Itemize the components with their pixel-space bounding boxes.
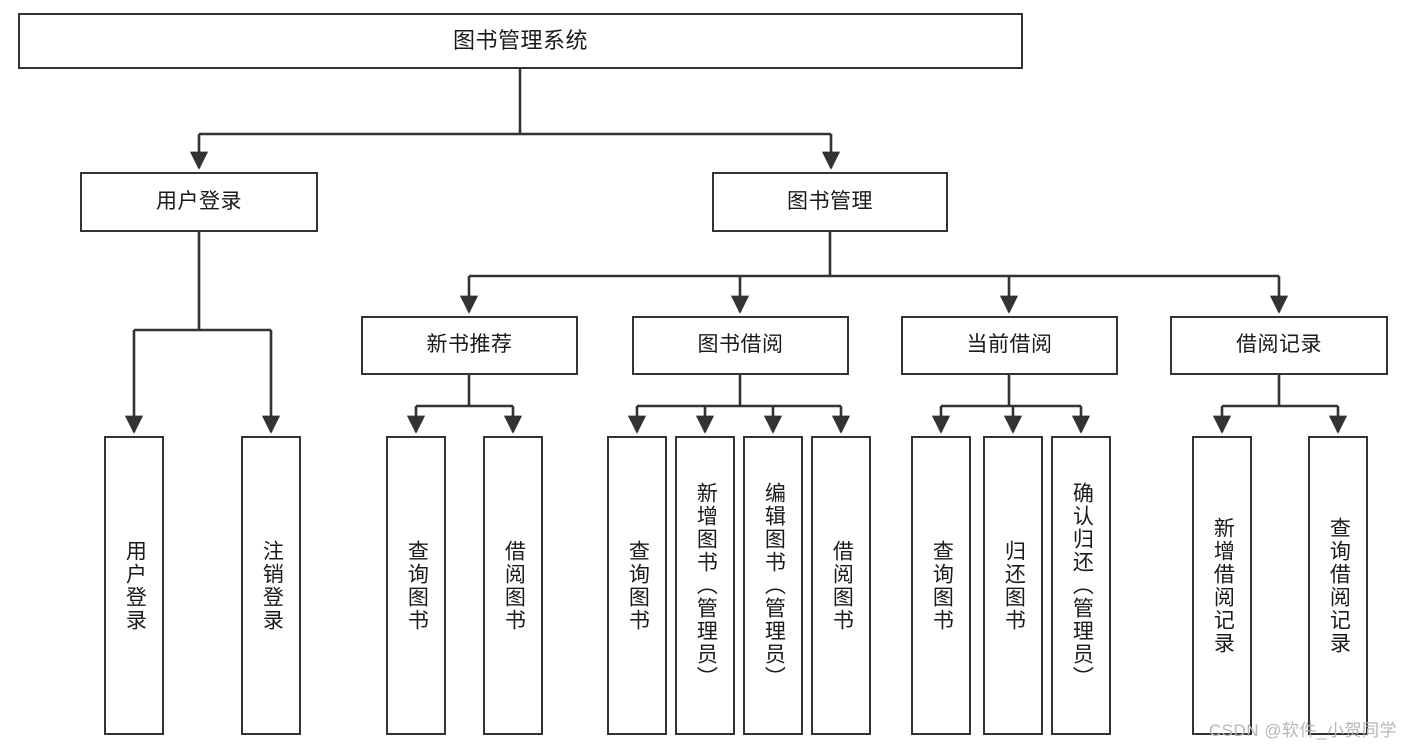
node-leaf-user-login[interactable]: 用户登录	[104, 436, 164, 735]
node-leaf-confirm-return-label: 确认归还（管理员）	[1070, 482, 1094, 689]
node-leaf-borrow-book-rec-label: 借阅图书	[502, 539, 526, 632]
node-book-borrow[interactable]: 图书借阅	[632, 316, 849, 375]
node-current-borrow-label: 当前借阅	[966, 333, 1053, 357]
node-user-login[interactable]: 用户登录	[80, 172, 318, 232]
node-leaf-edit-book[interactable]: 编辑图书（管理员）	[743, 436, 803, 735]
node-leaf-borrow-book-label: 借阅图书	[830, 539, 854, 632]
node-leaf-borrow-book-rec[interactable]: 借阅图书	[483, 436, 543, 735]
node-book-borrow-label: 图书借阅	[697, 333, 784, 357]
node-leaf-add-book[interactable]: 新增图书（管理员）	[675, 436, 735, 735]
node-borrow-record-label: 借阅记录	[1236, 333, 1322, 357]
node-leaf-add-book-label: 新增图书（管理员）	[694, 482, 718, 689]
node-leaf-query-book-rec[interactable]: 查询图书	[386, 436, 446, 735]
node-leaf-logout[interactable]: 注销登录	[241, 436, 301, 735]
node-leaf-query-book-current-label: 查询图书	[930, 539, 954, 632]
node-leaf-return-book[interactable]: 归还图书	[983, 436, 1043, 735]
node-current-borrow[interactable]: 当前借阅	[901, 316, 1118, 375]
node-leaf-borrow-book[interactable]: 借阅图书	[811, 436, 871, 735]
node-borrow-record[interactable]: 借阅记录	[1170, 316, 1388, 375]
node-leaf-logout-label: 注销登录	[260, 539, 284, 632]
node-new-book-rec-label: 新书推荐	[426, 333, 513, 357]
node-book-manage[interactable]: 图书管理	[712, 172, 948, 232]
node-leaf-add-record[interactable]: 新增借阅记录	[1192, 436, 1252, 735]
watermark: CSDN @软件_小贺同学	[1208, 721, 1397, 740]
node-leaf-user-login-label: 用户登录	[123, 539, 147, 632]
node-leaf-confirm-return[interactable]: 确认归还（管理员）	[1051, 436, 1111, 735]
node-leaf-edit-book-label: 编辑图书（管理员）	[762, 482, 786, 689]
node-root-label: 图书管理系统	[452, 28, 588, 54]
node-leaf-query-record-label: 查询借阅记录	[1327, 516, 1351, 655]
node-leaf-query-record[interactable]: 查询借阅记录	[1308, 436, 1368, 735]
node-root[interactable]: 图书管理系统	[18, 13, 1023, 69]
node-leaf-query-book-borrow[interactable]: 查询图书	[607, 436, 667, 735]
node-leaf-return-book-label: 归还图书	[1002, 539, 1026, 632]
node-leaf-query-book-borrow-label: 查询图书	[626, 539, 650, 632]
node-leaf-query-book-current[interactable]: 查询图书	[911, 436, 971, 735]
node-new-book-rec[interactable]: 新书推荐	[361, 316, 578, 375]
node-leaf-add-record-label: 新增借阅记录	[1211, 516, 1235, 655]
node-book-manage-label: 图书管理	[787, 189, 873, 213]
node-user-login-label: 用户登录	[156, 189, 242, 213]
node-leaf-query-book-rec-label: 查询图书	[405, 539, 429, 632]
